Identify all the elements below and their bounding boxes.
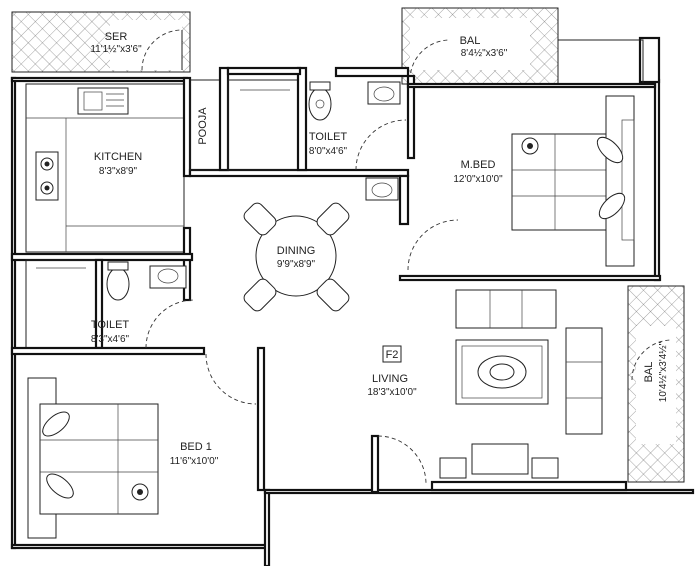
top-balcony-label: BAL xyxy=(460,35,481,47)
top-toilet-area xyxy=(226,66,416,172)
top-balcony xyxy=(401,7,644,85)
ser-label: SER xyxy=(105,31,128,43)
left-toilet-label: TOILET xyxy=(91,319,130,331)
living-label: LIVING xyxy=(372,373,408,385)
wash-basin xyxy=(365,174,410,226)
kitchen-area xyxy=(25,83,185,253)
dining-label: DINING xyxy=(277,245,316,257)
ser-dimension: 11'1½"x3'6" xyxy=(90,44,142,55)
kitchen-dimension: 8'3"x8'9" xyxy=(99,166,138,177)
master-bed-label: M.BED xyxy=(461,159,496,171)
floor-tag-box xyxy=(382,345,402,363)
top-toilet-dimension: 8'0"x4'6" xyxy=(309,146,348,157)
right-balcony-label: BAL xyxy=(643,362,655,383)
right-balcony xyxy=(627,285,685,483)
left-toilet-area xyxy=(10,252,206,356)
pooja-label: POOJA xyxy=(197,107,209,145)
living-dimension: 18'3"x10'0" xyxy=(367,387,417,398)
kitchen-label: KITCHEN xyxy=(94,151,142,163)
dining-dimension: 9'9"x8'9" xyxy=(277,259,316,270)
dining-set xyxy=(243,202,350,312)
right-balcony-dimension: 10'4½"x3'4½" xyxy=(658,341,669,402)
outer-walls xyxy=(10,36,695,566)
bed1-dimension: 11'6"x10'0" xyxy=(170,456,219,467)
floor-tag: F2 xyxy=(386,349,399,361)
master-bed-dimension: 12'0"x10'0" xyxy=(453,174,503,185)
left-toilet-dimension: 8'3"x4'6" xyxy=(91,334,130,345)
bedroom-1 xyxy=(27,346,266,539)
ser-balcony xyxy=(11,11,191,73)
pooja-room xyxy=(189,66,230,172)
top-balcony-dimension: 8'4½"x3'6" xyxy=(461,48,508,59)
top-toilet-label: TOILET xyxy=(309,131,348,143)
living-room xyxy=(370,289,628,494)
master-bedroom xyxy=(398,82,662,282)
bed1-label: BED 1 xyxy=(180,441,212,453)
